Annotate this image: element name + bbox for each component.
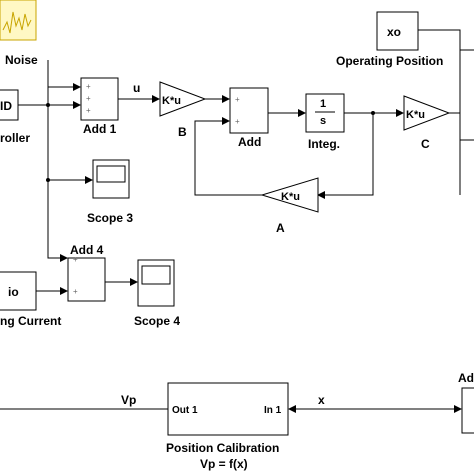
pos-cal-label: Position Calibration — [166, 441, 279, 455]
right-bottom-block[interactable] — [461, 387, 474, 434]
arrowhead — [85, 176, 93, 184]
signal-u-label: u — [133, 81, 140, 95]
op-pos-text: xo — [387, 25, 401, 39]
pos-cal-in-port: In 1 — [264, 405, 282, 416]
wire-gaina-add — [194, 120, 262, 196]
integ-num: 1 — [320, 98, 326, 110]
arrowhead — [60, 254, 68, 262]
wire-oppos-out — [418, 29, 461, 50]
noise-wave-icon — [2, 11, 32, 34]
signal-vp-label: Vp — [121, 393, 136, 407]
add-sign: + — [235, 117, 240, 126]
pos-cal-out-port: Out 1 — [172, 405, 198, 416]
scope3-screen-icon — [96, 165, 126, 183]
arrowhead — [222, 117, 230, 125]
scope4-screen-icon — [141, 265, 171, 285]
arrowhead — [288, 405, 296, 413]
position-calibration-block[interactable]: Out 1 In 1 — [167, 382, 289, 436]
io-block[interactable]: io — [0, 271, 37, 311]
add-sign: + — [235, 95, 240, 104]
scope3-block[interactable] — [92, 159, 130, 199]
pos-cal-formula: Vp = f(x) — [200, 457, 248, 471]
add4-label: Add 4 — [70, 243, 104, 257]
io-label: ng Current — [0, 314, 61, 328]
pid-text: ID — [0, 99, 12, 113]
add4-block[interactable]: + + — [67, 255, 106, 302]
junction-dot — [46, 178, 50, 182]
scope4-block[interactable] — [137, 259, 175, 307]
io-text: io — [8, 285, 19, 299]
wire-pid-add1 — [18, 86, 73, 106]
add4-sign: + — [73, 255, 78, 264]
arrowhead — [73, 83, 81, 91]
arrowhead — [222, 95, 230, 103]
signal-x-label: x — [318, 393, 325, 407]
gain-a-text: K*u — [281, 191, 300, 203]
gain-a-label: A — [276, 221, 285, 235]
scope4-label: Scope 4 — [134, 314, 180, 328]
wire-branch-add4 — [47, 105, 60, 259]
integ-block[interactable]: 1 s — [305, 93, 345, 133]
gain-a-block[interactable]: K*u — [260, 177, 319, 213]
add1-sign: + — [86, 82, 91, 91]
pid-block[interactable]: ID — [0, 89, 19, 121]
add-block[interactable]: + + — [229, 87, 269, 134]
wire-fb-gaina — [318, 113, 374, 196]
add1-block[interactable]: + + + — [80, 77, 119, 121]
op-pos-label: Operating Position — [336, 54, 443, 68]
integ-den: s — [320, 115, 326, 127]
add-label: Add — [238, 135, 261, 149]
arrowhead — [73, 101, 81, 109]
add1-label: Add 1 — [83, 122, 117, 136]
gain-c-block[interactable]: K*u — [403, 95, 451, 131]
gain-b-label: B — [178, 125, 187, 139]
gain-c-text: K*u — [406, 109, 425, 121]
add1-sign: + — [86, 94, 91, 103]
arrowhead — [130, 278, 138, 286]
arrowhead — [152, 95, 160, 103]
integ-label: Integ. — [308, 137, 340, 151]
add1-sign: + — [86, 106, 91, 115]
arrowhead — [317, 191, 325, 199]
add4-sign: + — [73, 287, 78, 296]
gain-c-label: C — [421, 137, 430, 151]
arrowhead — [298, 109, 306, 117]
arrowhead — [396, 109, 404, 117]
noise-label: Noise — [5, 53, 38, 67]
gain-b-block[interactable]: K*u — [159, 81, 207, 117]
gain-b-text: K*u — [162, 95, 181, 107]
pid-label: roller — [0, 131, 30, 145]
op-pos-block[interactable]: xo — [376, 11, 419, 51]
right-bottom-label: Ad — [458, 371, 474, 385]
noise-block[interactable] — [0, 0, 37, 41]
scope3-label: Scope 3 — [87, 211, 133, 225]
arrowhead — [454, 405, 462, 413]
arrowhead — [60, 287, 68, 295]
right-edge-block[interactable] — [459, 49, 474, 141]
junction-dot — [371, 111, 375, 115]
junction-dot — [46, 103, 50, 107]
